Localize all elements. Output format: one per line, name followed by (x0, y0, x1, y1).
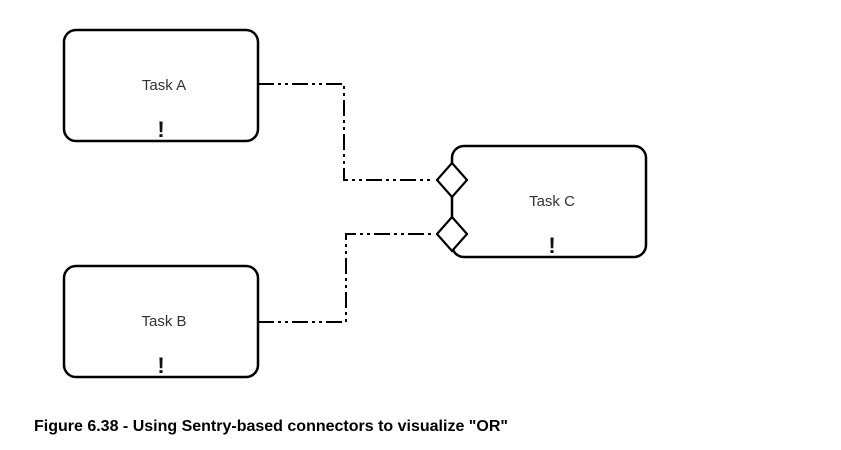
task-b-marker-icon: ! (157, 353, 164, 378)
sentry-or-diagram: Task A ! Task B ! Task C ! (62, 28, 648, 379)
task-c-marker-icon: ! (548, 233, 555, 258)
figure-caption: Figure 6.38 - Using Sentry-based connect… (34, 418, 508, 435)
sentry-top-diamond-icon[interactable] (435, 161, 469, 199)
task-c-box (450, 144, 648, 259)
task-b-label: Task B (141, 313, 186, 330)
task-a-box (62, 28, 260, 143)
task-c-label: Task C (529, 193, 575, 210)
connector-b-to-sentry-bottom[interactable] (258, 233, 434, 323)
task-b-node[interactable]: Task B ! (62, 264, 260, 379)
sentry-bottom-diamond-icon[interactable] (435, 215, 469, 253)
task-c-node[interactable]: Task C ! (450, 144, 648, 259)
task-a-label: Task A (142, 77, 186, 94)
task-a-marker-icon: ! (157, 117, 164, 142)
task-a-node[interactable]: Task A ! (62, 28, 260, 143)
connector-a-to-sentry-top[interactable] (258, 83, 434, 181)
